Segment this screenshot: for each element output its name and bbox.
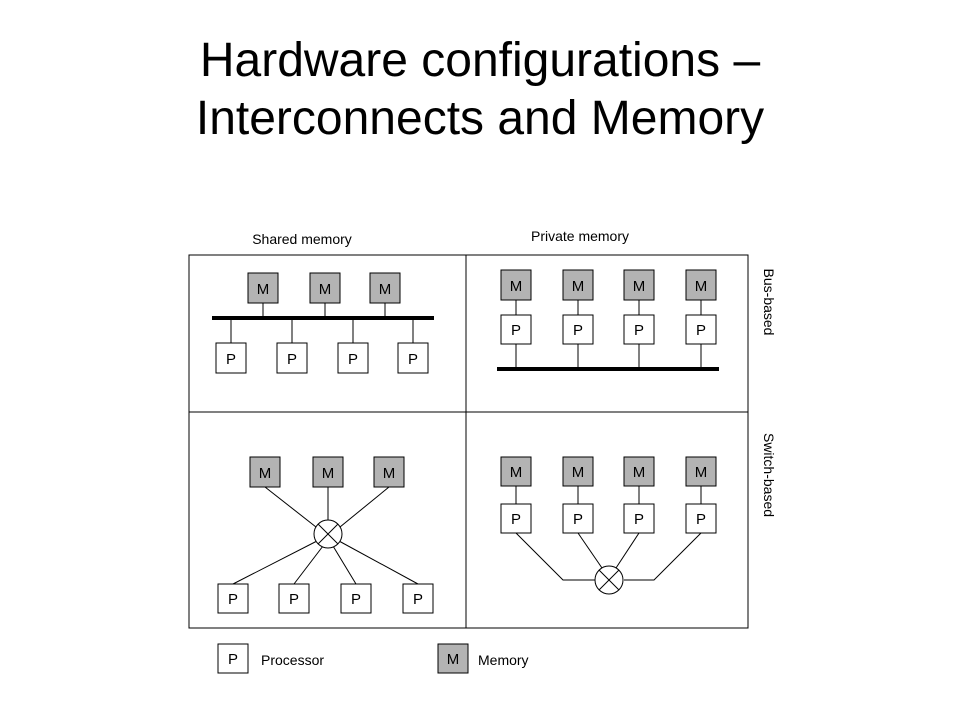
svg-text:P: P bbox=[228, 651, 238, 668]
memory-module: M bbox=[500, 456, 532, 487]
quadrant-private-bus: M M M M P P P P bbox=[497, 269, 719, 371]
crossbar-switch-icon bbox=[594, 565, 624, 595]
processor-node: P bbox=[500, 503, 532, 534]
processor-node: P bbox=[562, 314, 594, 345]
quadrant-shared-switch: M M M P P P P bbox=[217, 456, 434, 614]
memory-module: M bbox=[373, 456, 405, 488]
svg-text:M: M bbox=[319, 281, 332, 298]
connector bbox=[577, 532, 603, 569]
connector bbox=[338, 540, 419, 585]
quadrant-private-switch: M M M M P P P P bbox=[500, 456, 717, 595]
memory-module: M bbox=[562, 456, 594, 487]
memory-module: M bbox=[500, 269, 532, 301]
svg-text:P: P bbox=[511, 322, 521, 339]
svg-text:M: M bbox=[633, 278, 646, 295]
memory-module: M bbox=[623, 269, 655, 301]
processor-node: P bbox=[276, 342, 308, 374]
memory-module: M bbox=[562, 269, 594, 301]
row-label-switch-based: Switch-based bbox=[761, 433, 777, 517]
svg-text:M: M bbox=[695, 278, 708, 295]
svg-text:P: P bbox=[573, 322, 583, 339]
svg-text:M: M bbox=[259, 465, 272, 482]
processor-node: P bbox=[337, 342, 369, 374]
svg-text:M: M bbox=[695, 464, 708, 481]
svg-text:P: P bbox=[228, 591, 238, 608]
svg-text:M: M bbox=[447, 651, 460, 668]
svg-text:P: P bbox=[287, 351, 297, 368]
svg-text:P: P bbox=[696, 322, 706, 339]
svg-text:P: P bbox=[348, 351, 358, 368]
row-label-bus-based: Bus-based bbox=[761, 269, 777, 336]
svg-text:P: P bbox=[696, 511, 706, 528]
processor-node: P bbox=[397, 342, 429, 374]
svg-text:M: M bbox=[572, 464, 585, 481]
legend-processor-swatch: P bbox=[217, 643, 249, 674]
processor-node: P bbox=[215, 342, 247, 374]
legend-processor-label: Processor bbox=[261, 652, 324, 668]
svg-text:M: M bbox=[383, 465, 396, 482]
crossbar-switch-icon bbox=[313, 519, 343, 549]
memory-module: M bbox=[247, 272, 279, 304]
column-label-shared-memory: Shared memory bbox=[252, 231, 352, 247]
memory-module: M bbox=[685, 456, 717, 487]
connector bbox=[293, 545, 324, 585]
svg-text:M: M bbox=[257, 281, 270, 298]
svg-text:P: P bbox=[573, 511, 583, 528]
svg-text:P: P bbox=[289, 591, 299, 608]
processor-node: P bbox=[562, 503, 594, 534]
processor-node: P bbox=[623, 314, 655, 345]
memory-module: M bbox=[249, 456, 281, 488]
svg-text:M: M bbox=[633, 464, 646, 481]
diagram-frame bbox=[188, 254, 749, 629]
connector bbox=[264, 486, 317, 528]
svg-text:M: M bbox=[510, 278, 523, 295]
connector bbox=[332, 545, 357, 585]
processor-node: P bbox=[623, 503, 655, 534]
quadrant-shared-bus: M M M P P P P bbox=[212, 272, 434, 374]
memory-module: M bbox=[312, 456, 344, 488]
svg-text:M: M bbox=[510, 464, 523, 481]
legend-memory-label: Memory bbox=[478, 652, 529, 668]
slide-title: Hardware configurations – Interconnects … bbox=[0, 32, 960, 148]
svg-text:P: P bbox=[511, 511, 521, 528]
memory-module: M bbox=[369, 272, 401, 304]
connector bbox=[232, 540, 318, 585]
title-line-1: Hardware configurations – bbox=[199, 34, 761, 87]
svg-text:P: P bbox=[351, 591, 361, 608]
connector bbox=[624, 532, 702, 581]
legend: P Processor M Memory bbox=[217, 643, 529, 674]
svg-text:M: M bbox=[572, 278, 585, 295]
connector bbox=[339, 486, 390, 528]
processor-node: P bbox=[340, 583, 372, 614]
processor-node: P bbox=[500, 314, 532, 345]
processor-node: P bbox=[278, 583, 310, 614]
svg-text:P: P bbox=[634, 322, 644, 339]
processor-node: P bbox=[402, 583, 434, 614]
svg-text:M: M bbox=[379, 281, 392, 298]
processor-node: P bbox=[685, 314, 717, 345]
memory-module: M bbox=[623, 456, 655, 487]
svg-text:P: P bbox=[226, 351, 236, 368]
frame-outline bbox=[188, 254, 749, 629]
memory-module: M bbox=[685, 269, 717, 301]
legend-memory-swatch: M bbox=[437, 643, 469, 674]
svg-text:P: P bbox=[413, 591, 423, 608]
processor-node: P bbox=[217, 583, 249, 614]
svg-text:P: P bbox=[634, 511, 644, 528]
connector bbox=[515, 532, 596, 581]
svg-text:M: M bbox=[322, 465, 335, 482]
title-line-2: Interconnects and Memory bbox=[195, 92, 765, 145]
svg-text:P: P bbox=[408, 351, 418, 368]
processor-node: P bbox=[685, 503, 717, 534]
memory-module: M bbox=[309, 272, 341, 304]
connector bbox=[615, 532, 640, 569]
column-label-private-memory: Private memory bbox=[531, 228, 629, 244]
